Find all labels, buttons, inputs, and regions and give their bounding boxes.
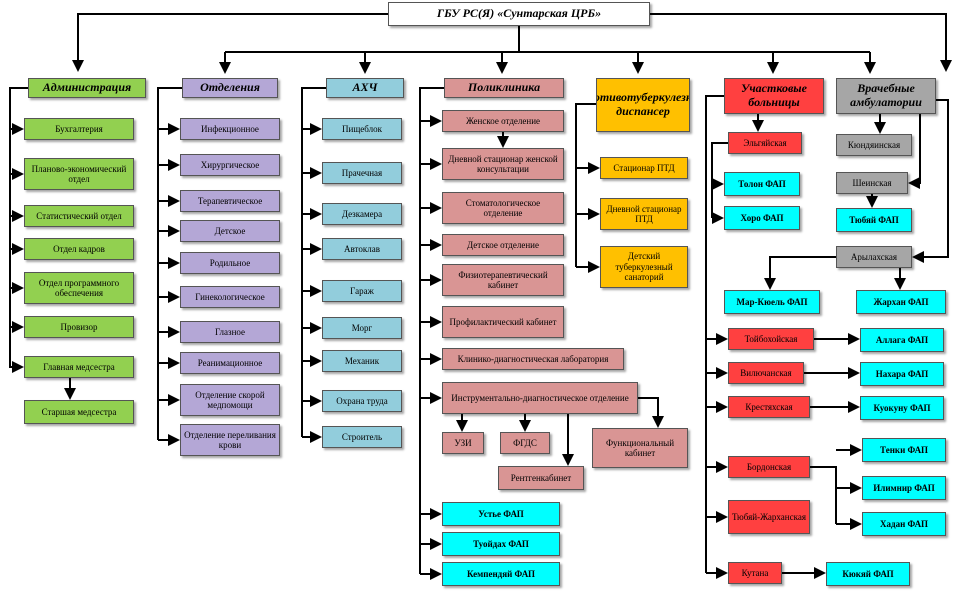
district-hospital: Кутана [728, 562, 782, 584]
admin-item: Отдел кадров [24, 238, 134, 260]
polyclinic-item: Клинико-диагностическая лаборатория [442, 348, 624, 370]
admin-header: Администрация [28, 78, 146, 98]
department-item: Инфекционное [180, 118, 280, 140]
tb-item: Дневной стационар ПТД [600, 198, 688, 230]
ambulatory-item: Кюндяинская [836, 134, 912, 156]
ambulatory-fap: Тюбяй ФАП [836, 208, 912, 232]
diagnostic-fgds: ФГДС [500, 432, 550, 454]
polyclinic-item: Стоматологическое отделение [442, 192, 564, 224]
ambulatory-fap: Мар-Кюель ФАП [724, 290, 820, 314]
connector-line [908, 100, 921, 189]
connector-line [650, 13, 952, 72]
polyclinic-fap: Кемпендяй ФАП [442, 562, 560, 586]
ahch-item: Охрана труда [322, 390, 402, 412]
diagnostic-uzi: УЗИ [442, 432, 484, 454]
department-item: Глазное [180, 321, 280, 343]
connector-line [711, 142, 728, 218]
tb-item: Стационар ПТД [600, 157, 688, 179]
ahch-item: Строитель [322, 426, 402, 448]
district-fap: Кюкяй ФАП [826, 562, 910, 586]
district-fap: Нахара ФАП [860, 362, 944, 386]
tb-header: Противотуберкулезный диспансер [596, 78, 690, 132]
connector-line [810, 466, 837, 524]
polyclinic-item: Детское отделение [442, 234, 564, 256]
ahch-item: Пищеблок [322, 118, 402, 140]
ahch-header: АХЧ [326, 78, 404, 98]
polyclinic-header: Поликлиника [444, 78, 564, 98]
connector-line [157, 87, 182, 440]
ahch-item: Прачечная [322, 162, 402, 184]
department-item: Терапевтическое [180, 190, 280, 212]
connector-line [9, 87, 28, 368]
diagnostic-functional: Функциональный кабинет [592, 428, 688, 468]
connector-line [764, 256, 836, 290]
district-hospital: Крестяхская [728, 396, 810, 418]
ahch-item: Гараж [322, 280, 402, 302]
polyclinic-item: Профилактический кабинет [442, 306, 564, 338]
connector-line [72, 13, 388, 72]
ambulatory-header: Врачебные амбулатории [836, 78, 936, 114]
ambulatory-item: Арылахская [836, 246, 912, 268]
connector-line [575, 103, 596, 267]
polyclinic-fap: Туойдах ФАП [442, 532, 560, 556]
polyclinic-item: Женское отделение [442, 110, 564, 132]
department-item: Гинекологическое [180, 286, 280, 308]
connector-line [419, 87, 444, 574]
polyclinic-fap: Устье ФАП [442, 502, 560, 526]
department-item: Родильное [180, 252, 280, 274]
district-fap: Аллага ФАП [860, 328, 944, 352]
connector-line [912, 99, 949, 263]
admin-item: Планово-экономический отдел [24, 158, 134, 190]
district-fap: Куокуну ФАП [860, 396, 944, 420]
district-fap: Хадан ФАП [862, 512, 946, 536]
tb-item: Детский туберкулезный санаторий [600, 246, 688, 288]
polyclinic-item: Дневной стационар женской консультации [442, 148, 564, 180]
department-item: Хирургическое [180, 154, 280, 176]
district-hospital: Вилючанская [728, 362, 804, 384]
root-box: ГБУ РС(Я) «Сунтарская ЦРБ» [388, 2, 650, 26]
district-fap: Тенки ФАП [862, 438, 946, 462]
department-item: Детское [180, 220, 280, 242]
department-item: Реанимационное [180, 352, 280, 374]
district-hospital: Тюбяй-Жарханская [728, 500, 810, 534]
admin-item: Бухгалтерия [24, 118, 134, 140]
admin-item: Отдел программного обеспечения [24, 272, 134, 304]
department-item: Отделение скорой медпомощи [180, 384, 280, 416]
admin-item: Статистический отдел [24, 205, 134, 227]
district-fap: Толон ФАП [724, 172, 800, 196]
polyclinic-item: Физиотерапевтический кабинет [442, 264, 564, 296]
ahch-item: Дезкамера [322, 203, 402, 225]
ahch-item: Морг [322, 317, 402, 339]
connector-line [705, 95, 726, 573]
ambulatory-fap: Жархан ФАП [856, 290, 946, 314]
ahch-item: Автоклав [322, 238, 402, 260]
district-elgyai: Эльгяйская [728, 132, 802, 154]
district-hospital: Тойбохойская [728, 328, 814, 350]
district-header: Участковые больницы [724, 78, 824, 114]
admin-item: Старшая медсестра [24, 400, 134, 424]
diagnostic-xray: Рентгенкабинет [498, 466, 584, 490]
department-item: Отделение переливания крови [180, 424, 280, 456]
polyclinic-item: Инструментально-диагностическое отделени… [442, 382, 638, 414]
district-hospital: Бордонская [728, 456, 810, 478]
connector-line [301, 87, 326, 437]
admin-item: Провизор [24, 316, 134, 338]
district-fap: Хоро ФАП [724, 206, 800, 230]
district-fap: Илимнир ФАП [862, 476, 946, 500]
ambulatory-item: Шеинская [836, 172, 908, 194]
ahch-item: Механик [322, 350, 402, 372]
admin-item: Главная медсестра [24, 356, 134, 378]
departments-header: Отделения [182, 78, 278, 98]
